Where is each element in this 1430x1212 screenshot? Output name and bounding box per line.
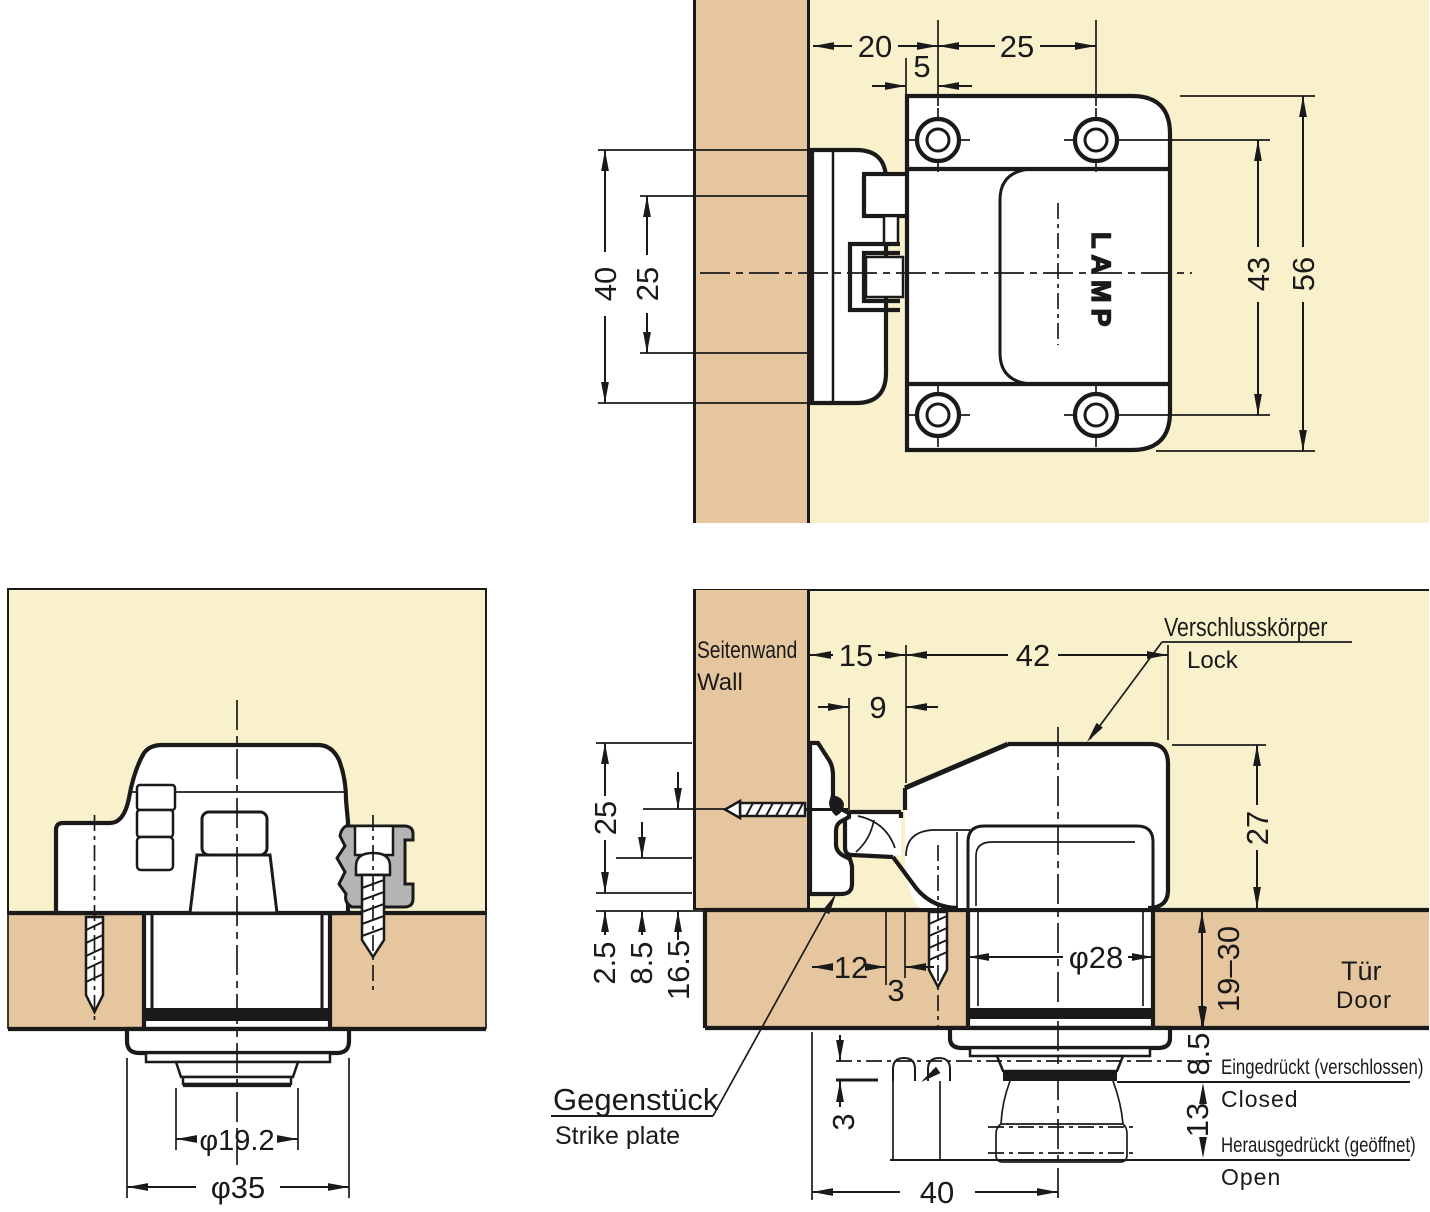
lock-body-front [904,93,1173,453]
dimension-56: 56 [1156,95,1321,452]
dim-8-5-door-label: 8.5 [1181,1032,1216,1075]
dimension-25-top: 25 [938,29,1096,64]
dimension-8-5-door: 8.5 [1181,1007,1216,1076]
strike-clip-section [335,815,415,990]
dimension-5: 5 [872,49,972,96]
dim-9-label: 9 [869,690,886,725]
callouts: Seitenwand Wall Verschlusskörper Lock Ge… [551,613,1423,1190]
door-label-de: Tür [1341,956,1382,986]
dimension-3-travel: 3 [826,1035,861,1131]
dim-43-label: 43 [1241,257,1276,291]
dimension-20: 20 [813,20,1097,106]
installed-section-view: 15 42 9 25 2.5 8.5 [551,589,1429,1210]
dim-phi35-label: φ35 [211,1170,266,1205]
lock-label-de: Verschlusskörper [1164,613,1328,643]
door-screw [927,845,949,1030]
side-section-view: φ19.2 φ35 [7,588,487,1205]
dim-25-wall-label: 25 [588,801,623,835]
door-label-en: Door [1336,987,1392,1014]
dimension-19-30: 19–30 [1198,912,1246,1027]
strike-plate-section [722,740,855,897]
dimension-25-left: 25 [630,196,665,353]
screw-hole [1064,108,1270,172]
dimension-8-5-wall: 8.5 [624,822,659,985]
dimension-3-depth: 3 [887,912,934,1008]
dim-3-travel-label: 3 [826,1113,861,1130]
wall-section [693,590,810,910]
dimension-9: 9 [818,690,938,810]
dim-40-label: 40 [920,1175,954,1210]
wall-section [693,0,810,523]
screw-hole [906,383,970,447]
dimension-12: 12 [812,912,887,985]
dimension-15: 15 [810,638,906,673]
screw-hole [906,108,970,172]
knob-closed-position [947,1025,1173,1081]
dim-2-5-label: 2.5 [587,941,622,984]
dim-20-label: 20 [858,29,892,64]
dim-42-label: 42 [1016,638,1050,673]
dimension-phi28: φ28 [968,940,1153,975]
brand-logo-lamp: LAMP [1086,232,1116,333]
lock-body-section [842,741,1171,1019]
dimension-43: 43 [1241,140,1276,415]
closed-label-en: Closed [1221,1086,1299,1112]
dimension-13: 13 [1180,1083,1215,1158]
push-button [200,810,269,857]
dimension-phi19-2: φ19.2 [175,1088,299,1157]
dim-25-top-label: 25 [1000,29,1034,64]
dim-13-label: 13 [1180,1103,1215,1137]
dimension-40: 40 [588,150,623,403]
dim-27-label: 27 [1240,811,1275,845]
dim-5-label: 5 [913,49,930,84]
wood-screw-left [84,815,105,1022]
strike-label-en: Strike plate [555,1122,680,1150]
dim-40-label: 40 [588,267,623,301]
mounting-screw-holes [906,108,1270,447]
knob-open-position [988,1080,1136,1163]
dimension-16-5: 16.5 [661,772,696,1000]
closed-label-de: Eingedrückt (verschlossen) [1221,1056,1423,1079]
strike-label-de: Gegenstück [553,1082,719,1117]
dim-56-label: 56 [1286,257,1321,291]
open-label-en: Open [1221,1164,1281,1190]
open-label-de: Herausgedrückt (geöffnet) [1221,1134,1416,1157]
dim-15-label: 15 [839,638,873,673]
strike-plate-side [809,147,925,406]
extension-lines-left [596,742,737,912]
dim-16-5-label: 16.5 [661,940,696,1000]
lock-label-en: Lock [1187,647,1239,674]
front-view: LAMP 20 25 5 40 25 [588,0,1429,523]
dim-25-left-label: 25 [630,267,665,301]
dim-12-label: 12 [834,950,868,985]
dimension-25-wall: 25 [588,743,623,893]
wall-label-de: Seitenwand [697,636,797,664]
wall-screw [722,798,848,821]
knob-stack [124,1026,352,1088]
dim-19-30-label: 19–30 [1211,926,1246,1012]
dimension-2-5: 2.5 [587,911,622,985]
dim-phi28-label: φ28 [1069,940,1124,975]
dimension-40: 40 [811,1032,1058,1210]
dimension-27: 27 [1172,744,1275,908]
screw-hole [1064,383,1270,447]
dim-8-5-wall-label: 8.5 [624,941,659,984]
latch-body-side [53,742,351,916]
dim-phi19-2-label: φ19.2 [199,1125,274,1157]
dimension-phi35: φ35 [126,1058,350,1205]
dim-3-depth-label: 3 [887,973,904,1008]
spring-clip-symbol [892,1056,951,1160]
wall-label-en: Wall [697,669,743,696]
dimension-42: 42 [905,638,1169,783]
